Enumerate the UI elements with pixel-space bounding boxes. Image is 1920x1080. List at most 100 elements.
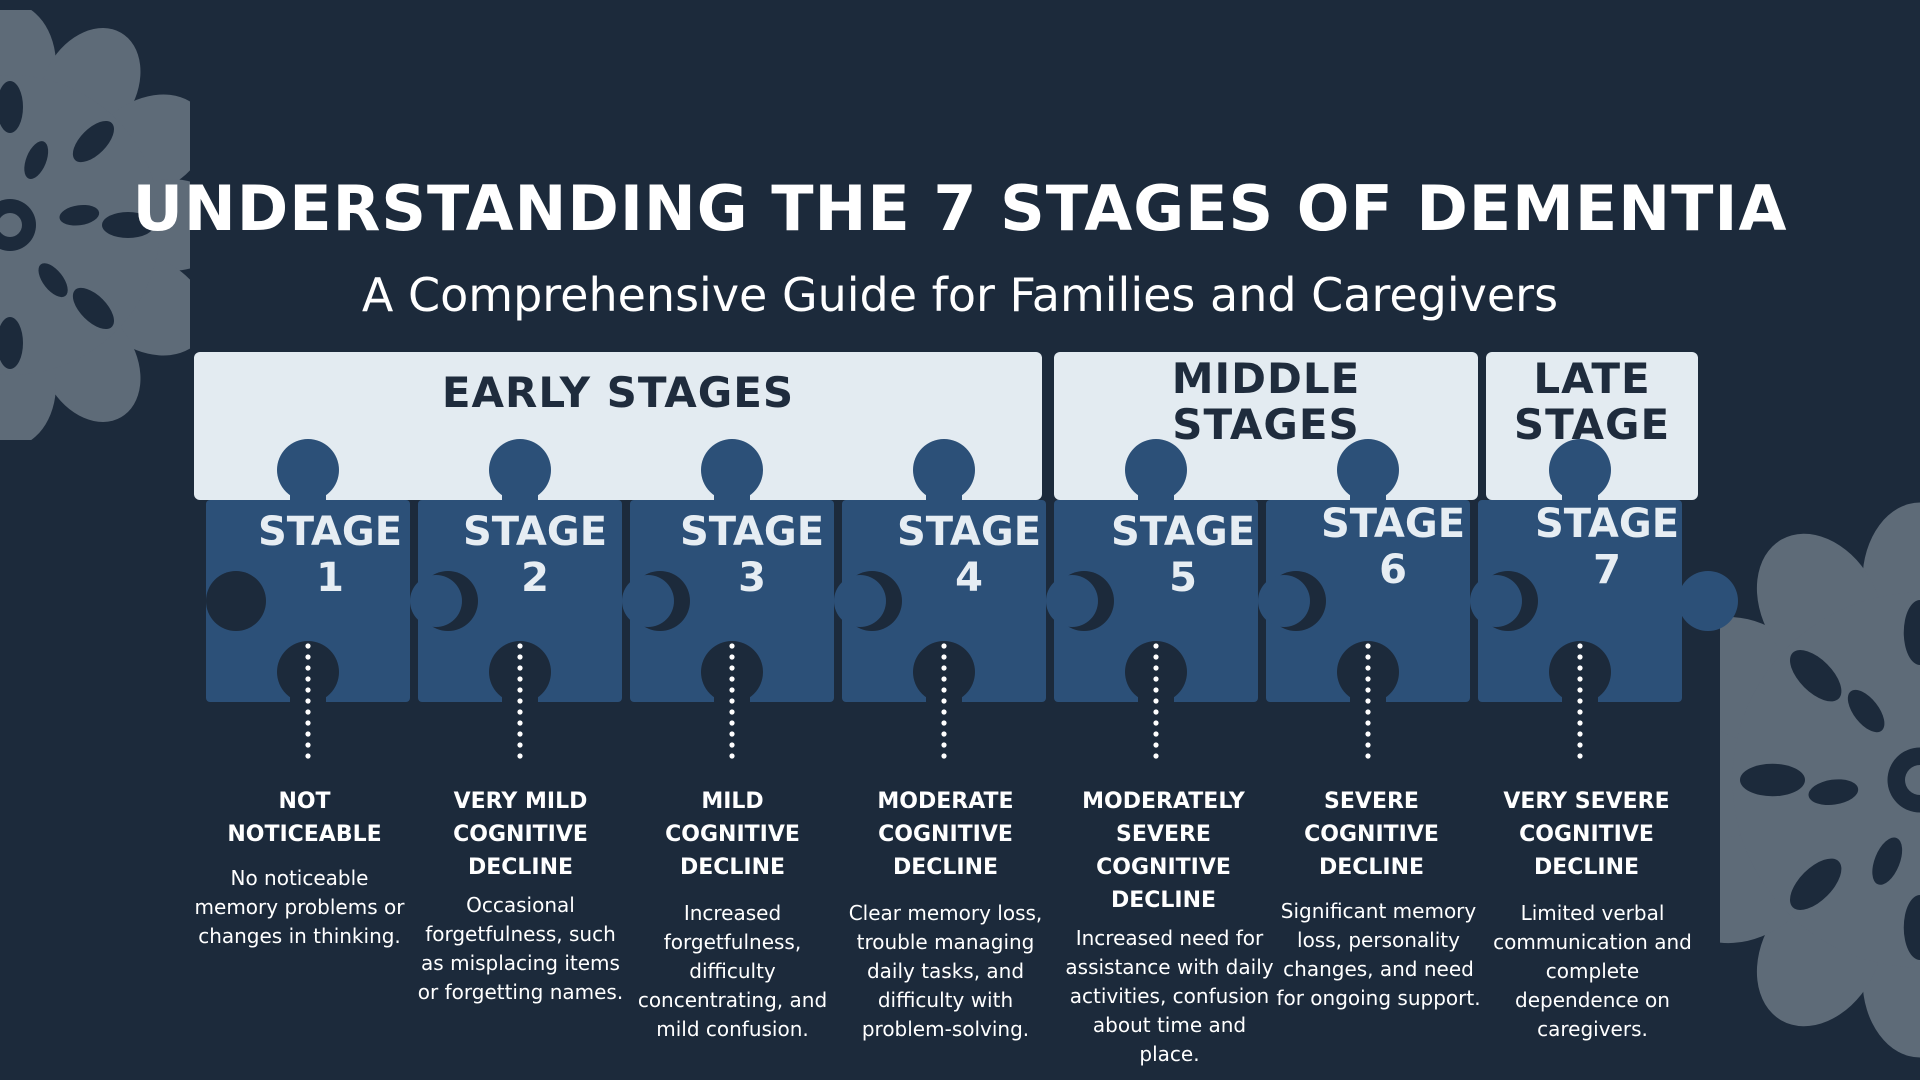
puzzle-top-knob-6 [1337,439,1399,501]
connector-dot-5 [1153,665,1159,671]
connector-dot-5 [1153,687,1159,693]
connector-dot-5 [1153,753,1159,759]
puzzle-top-knob-3 [701,439,763,501]
connector-dot-2 [517,654,523,660]
connector-dot-1 [305,753,311,759]
connector-dot-3 [729,643,735,649]
stage-label-7: STAGE 7 [1534,501,1680,593]
puzzle-bottom-socket-7 [1549,641,1611,703]
puzzle-bottom-notch-5 [1138,688,1174,704]
connector-dot-2 [517,753,523,759]
puzzle-piece-7 [1478,500,1682,702]
puzzle-left-tab-6 [1258,575,1310,627]
connector-dot-4 [941,643,947,649]
stage-name-4: MODERATE COGNITIVE DECLINE [877,789,1014,880]
stage-label-6: STAGE 6 [1320,501,1466,593]
connector-dot-5 [1153,698,1159,704]
connector-dot-1 [305,687,311,693]
puzzle-bottom-notch-7 [1562,688,1598,704]
connector-dot-4 [941,676,947,682]
connector-dot-5 [1153,676,1159,682]
connector-dot-1 [305,698,311,704]
flower-ornament-right-icon [1720,502,1920,1058]
connector-dot-3 [729,742,735,748]
category-label: EARLY STAGES [441,368,795,417]
connector-dot-2 [517,676,523,682]
connector-dot-6 [1365,665,1371,671]
connector-dot-1 [305,676,311,682]
stage-label-5: STAGE 5 [1110,509,1256,601]
stage-description-6: Significant memory loss, personality cha… [1276,899,1481,1010]
stage-description-4: Clear memory loss, trouble managing dail… [848,901,1043,1041]
connector-dot-2 [517,720,523,726]
connector-dot-5 [1153,731,1159,737]
connector-dot-2 [517,687,523,693]
puzzle-left-tab-2 [410,575,462,627]
connector-dot-7 [1577,643,1583,649]
stage-name-2: VERY MILD COGNITIVE DECLINE [453,789,588,880]
puzzle-bottom-socket-1 [277,641,339,703]
connector-dot-4 [941,665,947,671]
stage-description-1: No noticeable memory problems or changes… [194,866,405,948]
puzzle-bottom-notch-6 [1350,688,1386,704]
puzzle-left-tab-3 [622,575,674,627]
connector-dot-2 [517,665,523,671]
stage-description-3: Increased forgetfulness, difficulty conc… [637,901,828,1041]
connector-dot-6 [1365,753,1371,759]
puzzle-piece-2 [418,500,622,702]
stage-label-3: STAGE 3 [679,509,825,601]
connector-dot-5 [1153,654,1159,660]
puzzle-top-neck-4 [926,488,962,502]
connector-dot-3 [729,720,735,726]
connector-dot-1 [305,643,311,649]
connector-dot-3 [729,753,735,759]
page-subtitle: A Comprehensive Guide for Families and C… [361,268,1559,322]
connector-dot-4 [941,687,947,693]
connector-dot-6 [1365,643,1371,649]
puzzle-top-neck-1 [290,488,326,502]
category-late-stage: LATE STAGE [1486,352,1698,500]
puzzle-bottom-notch-2 [502,688,538,704]
puzzle-piece-4 [842,500,1046,702]
connector-dot-3 [729,654,735,660]
connector-dot-7 [1577,654,1583,660]
connector-dot-6 [1365,731,1371,737]
connector-dot-5 [1153,643,1159,649]
category-label: LATE STAGE [1513,354,1671,449]
puzzle-top-knob-7 [1549,439,1611,501]
connector-dot-6 [1365,698,1371,704]
connector-dot-5 [1153,720,1159,726]
connector-dot-7 [1577,753,1583,759]
puzzle-top-neck-7 [1562,488,1598,502]
page-title: UNDERSTANDING THE 7 STAGES OF DEMENTIA [132,172,1788,245]
connector-dot-3 [729,709,735,715]
puzzle-bottom-socket-2 [489,641,551,703]
connector-dot-2 [517,698,523,704]
puzzle-left-tab-7 [1470,575,1522,627]
connector-dot-1 [305,720,311,726]
puzzle-piece-5 [1054,500,1258,702]
puzzle-piece-6 [1266,500,1470,702]
stage-name-6: SEVERE COGNITIVE DECLINE [1304,789,1439,880]
connector-dot-5 [1153,742,1159,748]
puzzle-left-tab-5 [1046,575,1098,627]
stage-label-2: STAGE 2 [462,509,608,601]
connector-dot-4 [941,654,947,660]
connector-dot-3 [729,731,735,737]
connector-dot-3 [729,665,735,671]
connector-dot-3 [729,698,735,704]
connector-dot-3 [729,687,735,693]
connector-dot-5 [1153,709,1159,715]
puzzle-bottom-socket-4 [913,641,975,703]
connector-dot-7 [1577,709,1583,715]
puzzle-top-neck-5 [1138,488,1174,502]
stage-label-1: STAGE 1 [257,509,403,601]
stage-name-1: NOT NOTICEABLE [227,789,382,847]
connector-dot-6 [1365,676,1371,682]
puzzle-top-neck-3 [714,488,750,502]
connector-dot-6 [1365,742,1371,748]
connector-dot-1 [305,654,311,660]
stage-label-4: STAGE 4 [896,509,1042,601]
